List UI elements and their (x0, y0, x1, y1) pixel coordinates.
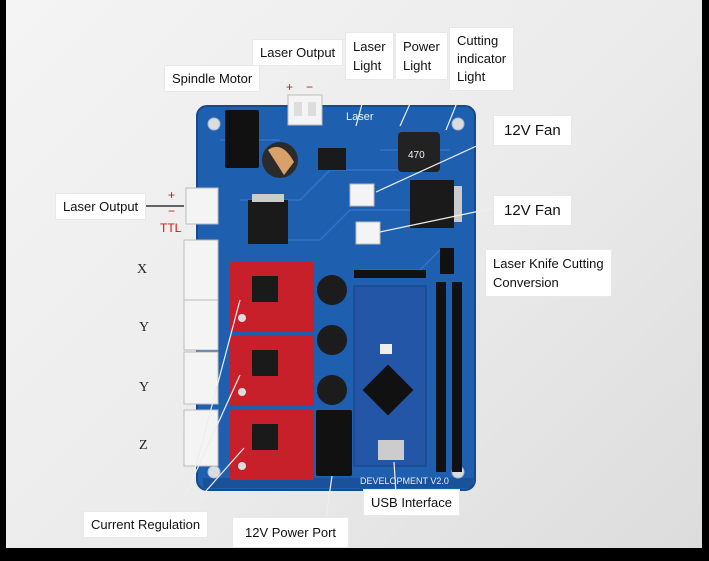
stepper-driver (230, 410, 314, 480)
label-cutting-indicator-light: Cutting indicator Light (450, 28, 514, 90)
label-laser-light: Laser Light (346, 33, 393, 79)
label-laser-knife-cutting-conversion: Laser Knife Cutting Conversion (486, 250, 611, 296)
capacitor (317, 275, 347, 305)
pcb-shadow (203, 478, 473, 488)
fan-connector-2 (355, 221, 381, 245)
ttl-marking: TTL (160, 221, 182, 235)
axis-y1-label: Y (139, 320, 150, 335)
power-jack (316, 410, 352, 476)
label-usb-interface: USB Interface (364, 490, 459, 515)
plus-marking: + (168, 188, 176, 202)
transistor (318, 148, 346, 170)
fan-connector-1 (349, 183, 375, 207)
stepper-driver (230, 336, 314, 406)
mode-switch (440, 248, 454, 274)
axis-connector (183, 409, 219, 467)
label-12v-fan-1: 12V Fan (494, 116, 571, 145)
label-current-regulation: Current Regulation (84, 512, 208, 537)
label-spindle-motor: Spindle Motor (165, 66, 260, 91)
minus-marking: − (168, 204, 176, 218)
plus-marking-top: + (286, 80, 294, 94)
label-laser-output-top: Laser Output (253, 40, 343, 65)
mount-hole (207, 465, 221, 479)
label-12v-fan-2: 12V Fan (494, 196, 571, 225)
inductor (398, 132, 440, 172)
header-pins (354, 270, 462, 472)
laser-output-connector-top (287, 94, 323, 126)
spindle-jack (225, 110, 259, 168)
label-power-light: Power Light (396, 33, 447, 79)
stepper-driver (230, 262, 314, 332)
laser-output-connector-left (185, 187, 219, 225)
board-version: DEVELOPMENT V2.0 (360, 476, 449, 486)
label-laser-output-left: Laser Output (56, 194, 146, 219)
axis-connector (183, 299, 219, 351)
arduino-nano (353, 285, 427, 467)
inductor-value: 470 (408, 150, 425, 161)
axis-z-label: Z (139, 438, 148, 453)
mount-hole (451, 117, 465, 131)
capacitor (317, 325, 347, 355)
axis-connector (183, 351, 219, 405)
axis-x-label: X (137, 262, 148, 277)
regulator (410, 180, 454, 228)
board-title: Laser (346, 111, 374, 123)
mount-hole (207, 117, 221, 131)
regulator (248, 200, 288, 244)
label-12v-power-port: 12V Power Port (233, 518, 349, 547)
minus-marking-top: − (306, 80, 314, 94)
capacitor (317, 375, 347, 405)
axis-connector (183, 239, 219, 301)
axis-y2-label: Y (139, 380, 150, 395)
callout-lines (183, 81, 495, 519)
